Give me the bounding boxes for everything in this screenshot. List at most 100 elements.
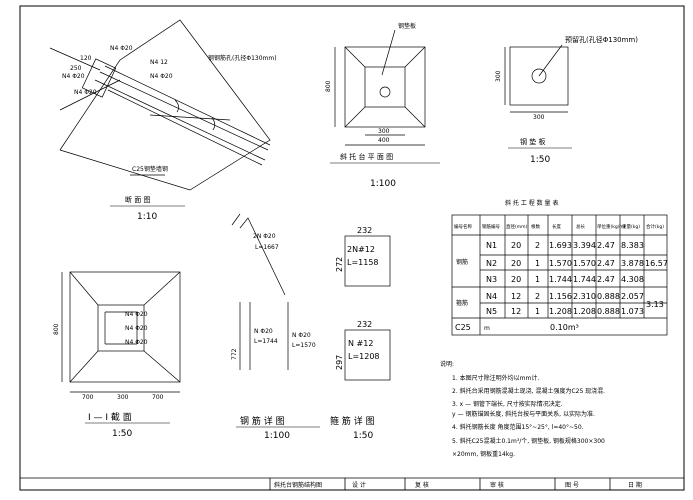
plan-callout: 钢垫板 bbox=[398, 22, 416, 30]
anchor-label-5: N4 Φ20 bbox=[62, 73, 85, 80]
stirrup2-line1: N #12 bbox=[348, 339, 373, 348]
stirrup-scale: 1:50 bbox=[353, 431, 373, 441]
rebar-detail bbox=[231, 213, 289, 370]
concrete-unit: m bbox=[484, 325, 490, 332]
note-1: 1. 本图尺寸除注明外均以mm计. bbox=[452, 374, 539, 382]
note-5b: ×20mm, 钢板重14kg. bbox=[452, 450, 515, 458]
anchor-label-1: N4 Φ20 bbox=[110, 45, 133, 52]
rebar-scale: 1:100 bbox=[264, 431, 290, 441]
plate-dim-bottom: 300 bbox=[533, 114, 545, 121]
row3-w: 4.308 bbox=[621, 275, 644, 284]
title-block-title: 斜托台钢筋结构图 bbox=[274, 481, 322, 489]
row4-w: 2.057 bbox=[621, 292, 644, 301]
th-code: 钢筋编号 bbox=[482, 223, 500, 230]
anchor-scale: 1:10 bbox=[137, 212, 157, 222]
row5-n: 1 bbox=[535, 307, 540, 316]
note-5: 5. 斜托C25混凝土0.1m³/个, 钢垫板, 钢板规格300×300 bbox=[452, 437, 605, 445]
anchor-label-3: N4 Φ20 bbox=[74, 89, 97, 96]
th-uw: 单位重(kg/m) bbox=[597, 223, 626, 230]
plate-caption: 钢 垫 板 bbox=[520, 137, 545, 146]
steel-plate bbox=[504, 44, 569, 113]
anchor-hole-callout: 钢钢筋孔(孔径Φ130mm) bbox=[208, 54, 277, 62]
note-3: 3. x — 钢管下端长, 尺寸按实际情况决定. bbox=[452, 400, 563, 408]
th-dia: 直径(mm) bbox=[506, 223, 528, 230]
row5-code: N5 bbox=[486, 307, 497, 316]
row3-dia: 20 bbox=[511, 275, 521, 284]
concrete-value: 0.10m³ bbox=[550, 323, 579, 332]
anchor-c25-label: C25钢垫墙钢 bbox=[132, 165, 168, 173]
th-tot: 总长 bbox=[576, 223, 585, 230]
section-dim-700-right: 700 bbox=[152, 394, 164, 401]
stirrup1-width: 232 bbox=[357, 226, 372, 235]
row3-len: 1.744 bbox=[549, 275, 572, 284]
concrete-label: C25 bbox=[455, 323, 471, 332]
anchor-label-2: N4 Φ20 bbox=[150, 73, 173, 80]
row1-w: 8.383 bbox=[621, 241, 644, 250]
rebar-bent-label: 2N Φ20 bbox=[253, 233, 276, 240]
row2-dia: 20 bbox=[511, 259, 521, 268]
row2-code: N2 bbox=[486, 259, 497, 268]
th-count: 根数 bbox=[531, 223, 540, 230]
row5-tot: 1.208 bbox=[573, 307, 596, 316]
th-sum: 合计(kg) bbox=[646, 223, 664, 230]
stirrup2-width: 232 bbox=[357, 320, 372, 329]
row2-w: 3.878 bbox=[621, 259, 644, 268]
row5-uw: 0.888 bbox=[597, 307, 620, 316]
th-len: 长度 bbox=[552, 223, 561, 230]
row1-dia: 20 bbox=[511, 241, 521, 250]
row3-n: 1 bbox=[535, 275, 540, 284]
row2-n: 1 bbox=[535, 259, 540, 268]
stirrup1-height: 272 bbox=[335, 257, 344, 272]
section-dim-700-left: 700 bbox=[82, 394, 94, 401]
rebar-n1-length: L=1744 bbox=[254, 338, 278, 345]
sheet-border bbox=[19, 5, 685, 491]
row5-len: 1.208 bbox=[549, 307, 572, 316]
table-group-rebar: 钢筋 bbox=[456, 258, 468, 266]
stirrup2-line2: L=1208 bbox=[348, 352, 380, 361]
anchor-dim-120: 120 bbox=[80, 55, 92, 62]
rebar-n2-length: L=1570 bbox=[292, 342, 316, 349]
row1-code: N1 bbox=[486, 241, 497, 250]
row4-n: 2 bbox=[535, 292, 540, 301]
title-block-design: 设 计 bbox=[352, 481, 366, 489]
row5-w: 1.073 bbox=[621, 307, 644, 316]
section-label-1: N4 Φ20 bbox=[125, 311, 148, 318]
rebar-bent-length: L=1667 bbox=[255, 244, 279, 251]
stirrup-total: 3.13 bbox=[646, 300, 664, 309]
plan-view bbox=[334, 29, 426, 146]
row2-uw: 2.47 bbox=[597, 259, 615, 268]
row2-len: 1.570 bbox=[549, 259, 572, 268]
plan-dim-300: 300 bbox=[378, 128, 390, 135]
th-weight: 重量(kg) bbox=[622, 223, 640, 230]
notes-heading: 说明: bbox=[440, 360, 454, 368]
anchor-dim-250: 250 bbox=[70, 65, 82, 72]
row3-tot: 1.744 bbox=[573, 275, 596, 284]
row4-tot: 2.310 bbox=[573, 292, 596, 301]
anchor-detail bbox=[49, 19, 271, 191]
section-dim-800: 800 bbox=[53, 323, 60, 335]
anchor-label-4: N4 12 bbox=[150, 59, 168, 66]
row2-tot: 1.570 bbox=[573, 259, 596, 268]
row1-uw: 2.47 bbox=[597, 241, 615, 250]
section-label-2: N4 Φ20 bbox=[125, 325, 148, 332]
title-block-date: 日 期 bbox=[628, 481, 642, 489]
plan-dim-400: 400 bbox=[378, 137, 390, 144]
plan-dim-800: 800 bbox=[325, 80, 332, 92]
note-3b: y — 钢筋锚固长度, 斜托台按与平面关系, 以实际为准. bbox=[452, 410, 595, 418]
quantity-table bbox=[451, 214, 668, 336]
rebar-n2-label: N Φ20 bbox=[292, 332, 311, 339]
row4-len: 1.156 bbox=[549, 292, 572, 301]
row3-uw: 2.47 bbox=[597, 275, 615, 284]
row3-code: N3 bbox=[486, 275, 497, 284]
row1-tot: 3.394 bbox=[573, 241, 596, 250]
row5-dia: 12 bbox=[511, 307, 521, 316]
plan-scale: 1:100 bbox=[370, 179, 396, 189]
note-2: 2. 斜托台采用钢筋混凝土现浇, 混凝土强度为C25 现浇混. bbox=[452, 387, 605, 395]
stirrup2-height: 297 bbox=[335, 355, 344, 370]
title-block-check: 复 核 bbox=[415, 481, 429, 489]
th-group: 编号名称 bbox=[454, 223, 472, 230]
title-block bbox=[20, 477, 684, 490]
rebar-total: 16.57 bbox=[645, 259, 668, 268]
row4-uw: 0.888 bbox=[597, 292, 620, 301]
